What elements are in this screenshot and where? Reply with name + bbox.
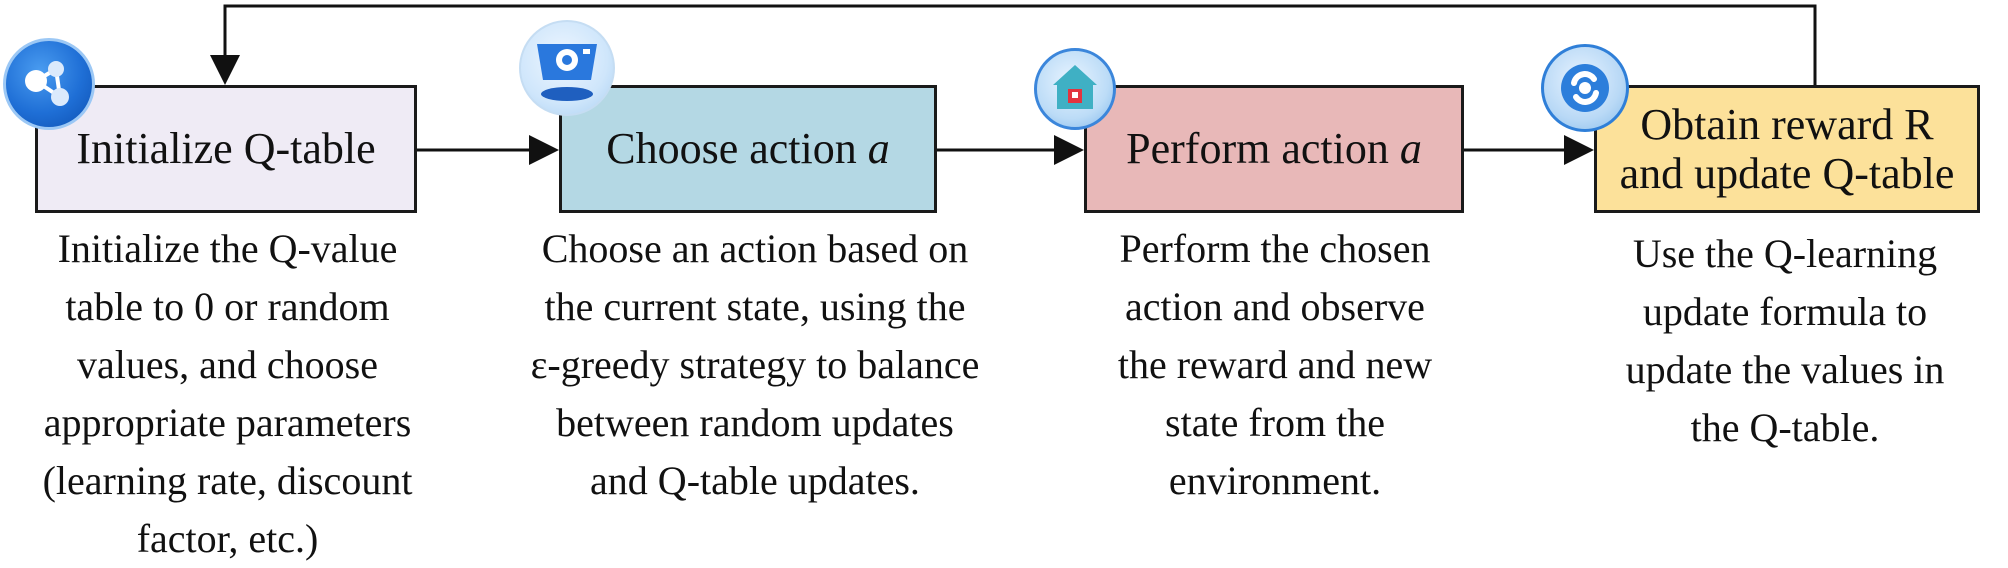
description-line: Initialize the Q-value	[57, 226, 398, 271]
step-title-perform-action: Perform action a	[1126, 124, 1422, 173]
description-line: values, and choose	[76, 342, 378, 387]
camera-icon	[519, 20, 615, 116]
step-title-line: Obtain reward R	[1640, 99, 1934, 149]
description-line: ε-greedy strategy to balance	[530, 342, 980, 387]
description-line: action and observe	[1125, 284, 1425, 329]
description-line: appropriate parameters	[43, 400, 412, 445]
step-box-obtain-reward: Obtain reward R and update Q-table	[1594, 85, 1980, 213]
description-line: update formula to	[1642, 289, 1928, 334]
home-icon	[1034, 48, 1116, 130]
feedback-loop-arrow	[210, 4, 1817, 85]
description-line: state from the	[1165, 400, 1385, 445]
step-description-initialize: Initialize the Q-value table to 0 or ran…	[0, 220, 455, 568]
description-line: Choose an action based on	[541, 226, 969, 271]
step-title-text: Perform action	[1126, 124, 1400, 174]
step-box-initialize: Initialize Q-table	[35, 85, 417, 213]
refresh-icon	[1541, 44, 1629, 132]
step-title-initialize-line: Initialize Q-table	[76, 124, 376, 174]
step-title-choose-action: Choose action a	[606, 124, 890, 173]
description-line: the Q-table.	[1690, 405, 1880, 450]
description-line: and Q-table updates.	[590, 458, 920, 503]
step-description-choose-action: Choose an action based on the current st…	[485, 220, 1025, 510]
description-line: (learning rate, discount	[42, 458, 413, 503]
description-line: table to 0 or random	[65, 284, 390, 329]
step-title-obtain-reward: Obtain reward R and update Q-table	[1620, 100, 1955, 199]
action-variable: a	[1399, 124, 1422, 174]
description-line: between random updates	[556, 400, 954, 445]
description-line: environment.	[1168, 458, 1382, 503]
step-title-line: and update Q-table	[1619, 149, 1955, 198]
step-description-perform-action: Perform the chosen action and observe th…	[1060, 220, 1490, 510]
network-nodes-icon	[3, 38, 95, 130]
description-line: the current state, using the	[544, 284, 966, 329]
step-box-choose-action: Choose action a	[559, 85, 937, 213]
action-variable: a	[867, 124, 890, 174]
step-description-obtain-reward: Use the Q-learning update formula to upd…	[1580, 225, 1990, 457]
description-line: Use the Q-learning	[1632, 231, 1938, 276]
description-line: the reward and new	[1117, 342, 1433, 387]
description-line: update the values in	[1625, 347, 1945, 392]
step-title-text: Choose action	[606, 124, 868, 174]
step-box-perform-action: Perform action a	[1084, 85, 1464, 213]
description-line: factor, etc.)	[136, 516, 319, 561]
step-title-initialize: Initialize Q-table	[76, 124, 375, 173]
description-line: Perform the chosen	[1119, 226, 1431, 271]
